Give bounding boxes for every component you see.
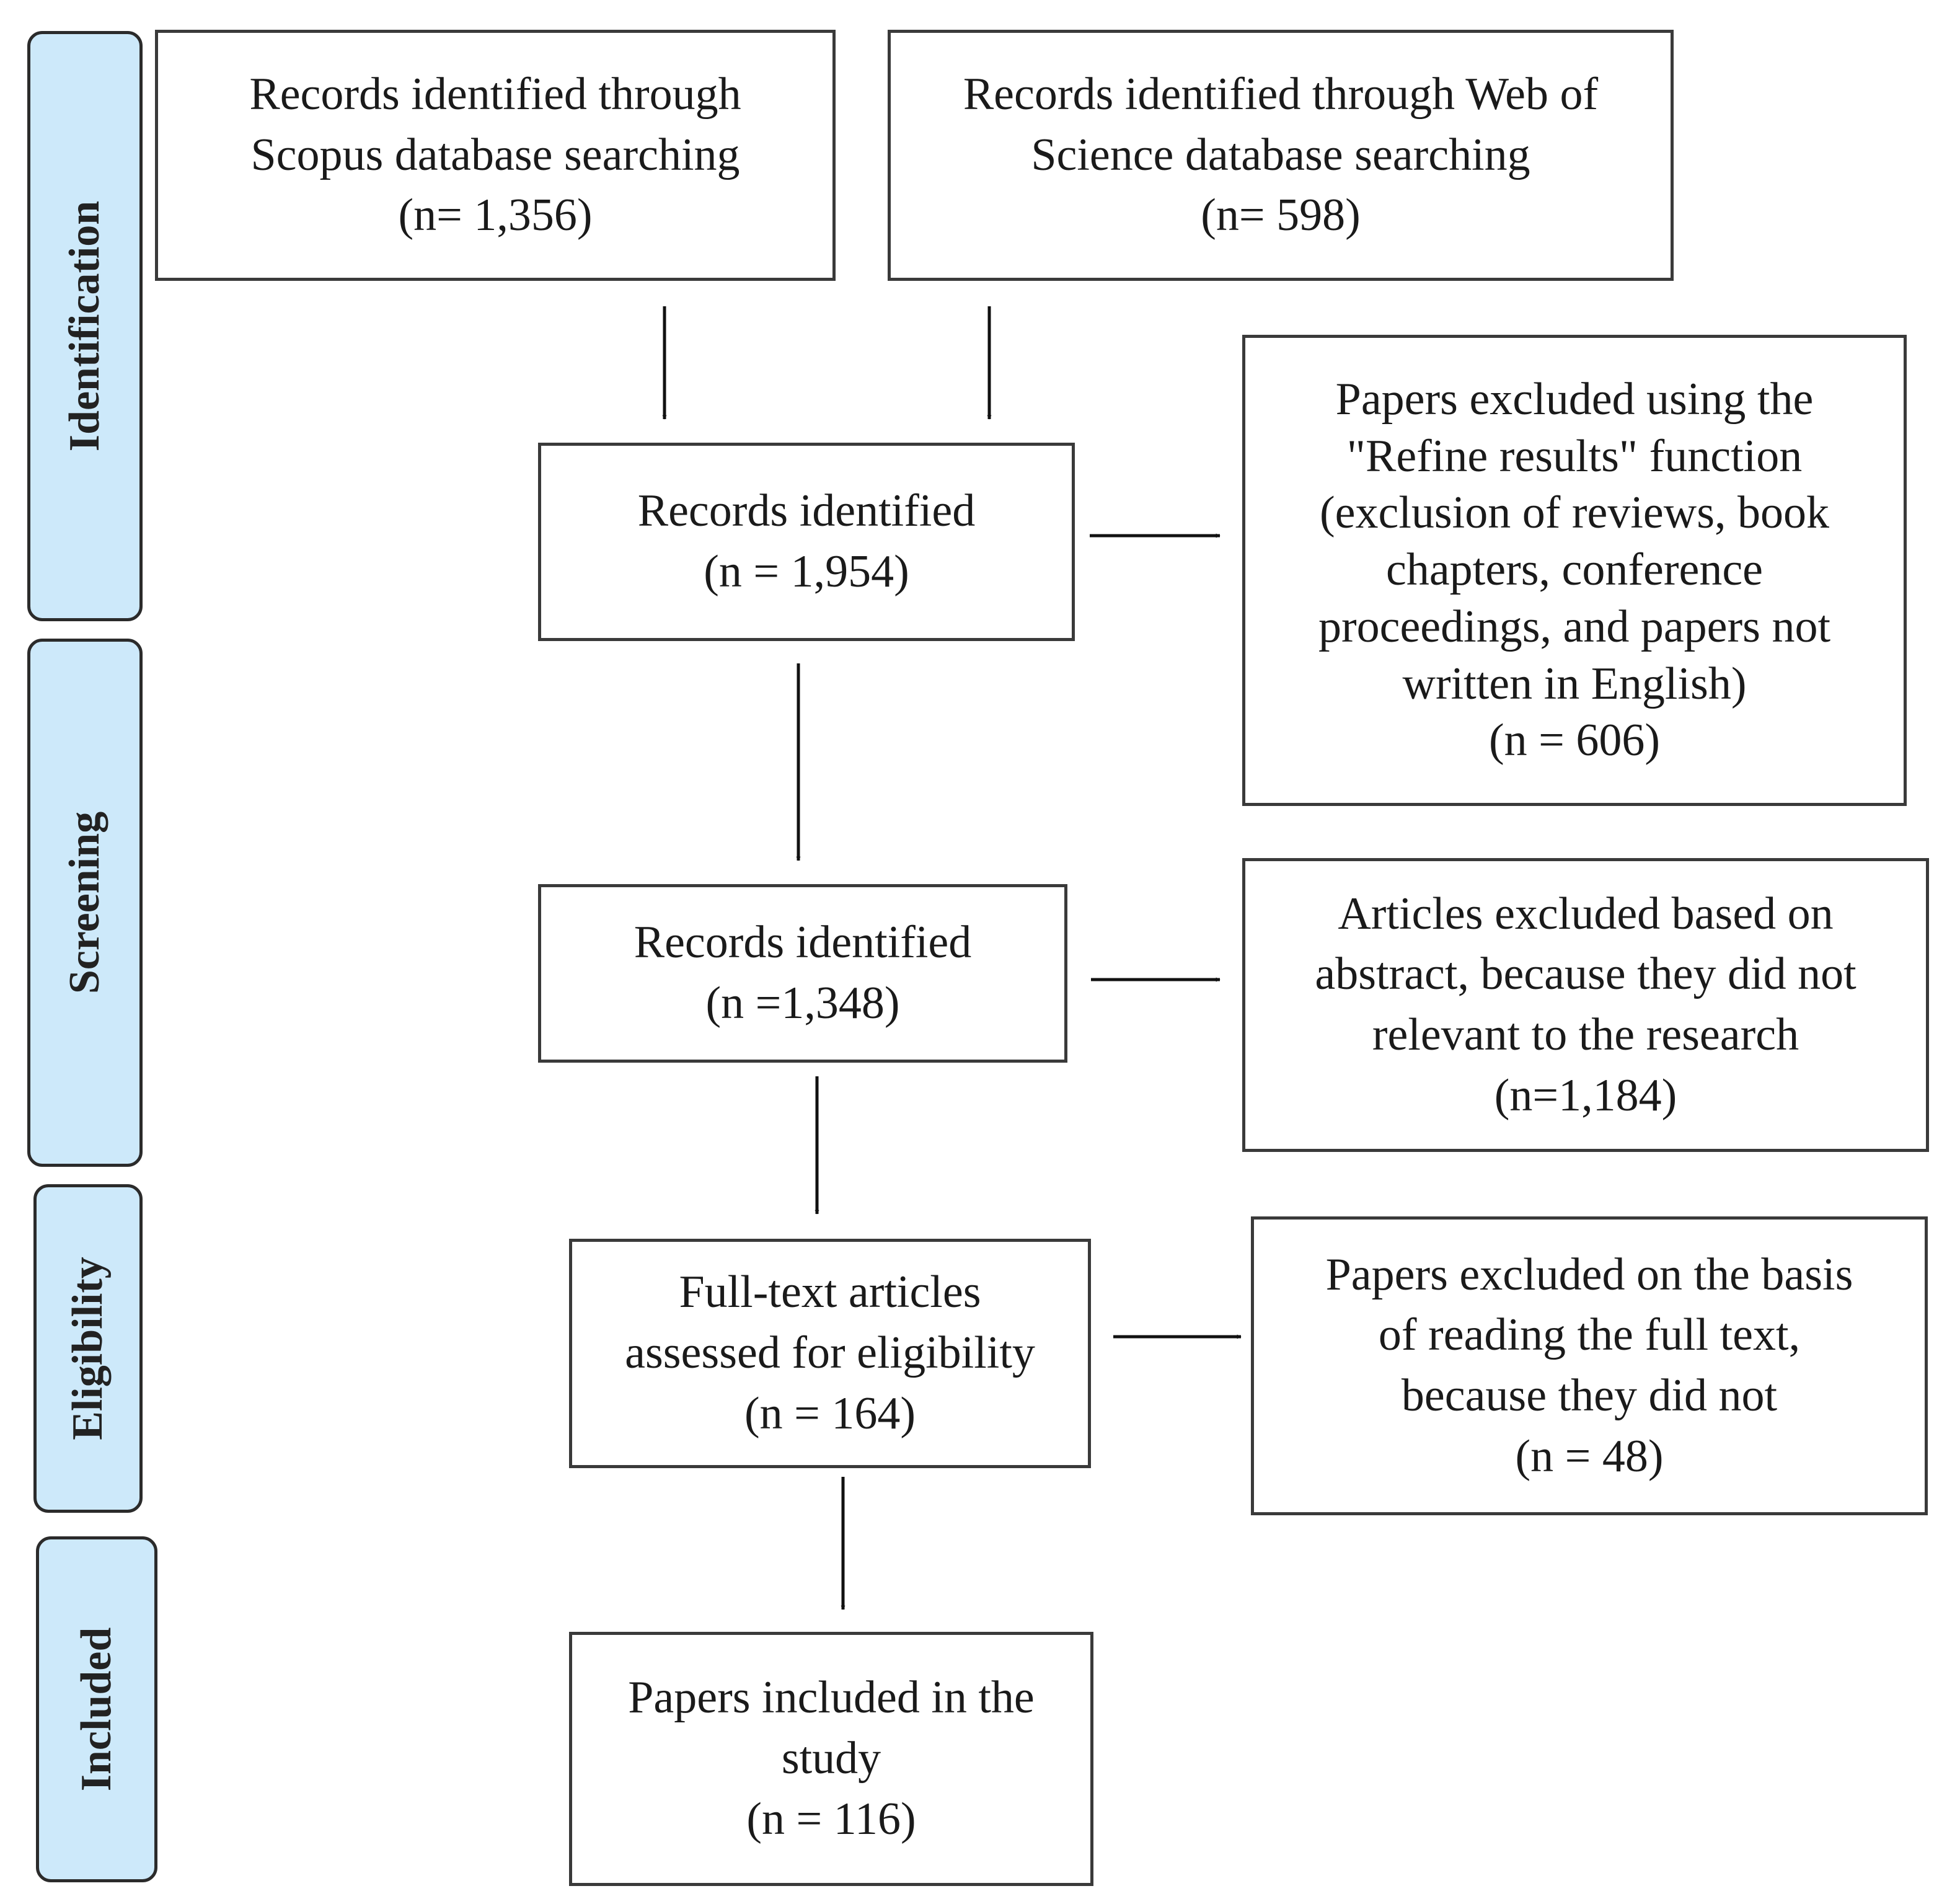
box-count: (n = 1,954) (704, 546, 909, 597)
box-text: study (781, 1733, 881, 1784)
box-records-identified-1954: Records identified (n = 1,954) (538, 443, 1075, 641)
box-count: (n= 1,356) (398, 190, 593, 241)
box-papers-included: Papers included in the study (n = 116) (569, 1632, 1093, 1886)
box-text: Records identified (634, 917, 972, 968)
box-excluded-refine: Papers excluded using the "Refine result… (1242, 335, 1907, 806)
box-count: (n = 116) (746, 1793, 916, 1844)
box-text: of reading the full text, (1378, 1309, 1801, 1361)
box-count: (n =1,348) (705, 978, 900, 1029)
stage-eligibility: Eligibility (33, 1184, 143, 1513)
stage-screening: Screening (27, 639, 143, 1167)
box-text: abstract, because they did not (1315, 949, 1856, 1000)
box-text: proceedings, and papers not (1318, 601, 1831, 652)
box-text: Records identified through (249, 68, 741, 120)
box-count: (n = 606) (1488, 715, 1661, 766)
box-text: chapters, conference (1385, 544, 1764, 596)
box-text: Full-text articles (679, 1267, 981, 1318)
box-excluded-abstract: Articles excluded based on abstract, bec… (1242, 858, 1929, 1152)
box-text: Records identified through Web of (963, 68, 1599, 120)
box-text: "Refine results" function (1346, 430, 1803, 482)
box-text: Papers included in the (628, 1672, 1035, 1724)
box-records-identified-1348: Records identified (n =1,348) (538, 884, 1067, 1063)
box-text: Papers excluded on the basis (1325, 1249, 1853, 1300)
box-count: (n=1,184) (1494, 1069, 1677, 1121)
box-scopus-records: Records identified through Scopus databa… (155, 30, 836, 281)
box-fulltext-assessed: Full-text articles assessed for eligibil… (569, 1239, 1091, 1468)
box-text: Records identified (637, 485, 976, 537)
box-text: relevant to the research (1372, 1009, 1799, 1060)
box-text: (exclusion of reviews, book (1319, 487, 1830, 539)
box-text: Papers excluded using the (1335, 373, 1814, 425)
box-count: (n = 164) (744, 1388, 916, 1439)
box-text: because they did not (1401, 1370, 1778, 1421)
box-text: Science database searching (1031, 129, 1530, 180)
box-wos-records: Records identified through Web of Scienc… (888, 30, 1674, 281)
box-text: assessed for eligibility (625, 1327, 1035, 1379)
box-excluded-fulltext: Papers excluded on the basis of reading … (1251, 1216, 1928, 1515)
box-text: Scopus database searching (250, 129, 740, 180)
stage-included: Included (36, 1536, 157, 1882)
box-text: written in English) (1402, 658, 1747, 709)
stage-identification: Identification (27, 31, 143, 621)
box-count: (n = 48) (1515, 1430, 1664, 1482)
box-text: Articles excluded based on (1338, 888, 1834, 939)
box-count: (n= 598) (1201, 190, 1361, 241)
